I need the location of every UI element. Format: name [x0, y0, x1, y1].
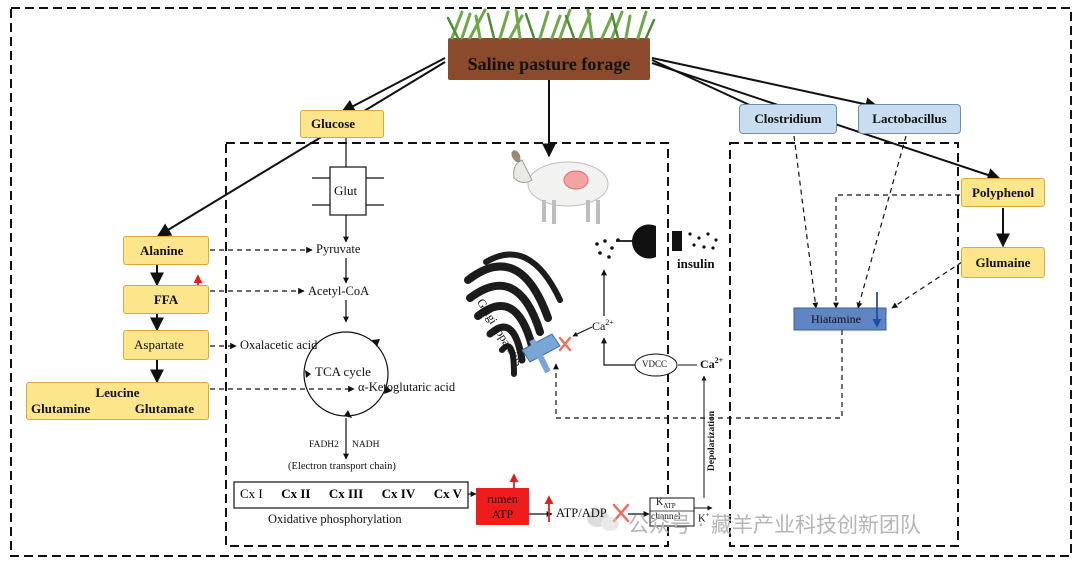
- glucose-box: Glucose: [300, 110, 384, 138]
- grass-icon: [446, 8, 656, 80]
- arrow-to-glucose: [340, 57, 446, 113]
- katp-channel-box: [649, 497, 695, 527]
- fadh2-label: FADH2: [309, 440, 339, 450]
- dash-lactobacillus-histamine: [856, 135, 907, 309]
- blocked-x-icon: [558, 336, 630, 523]
- alanine-box: Alanine: [123, 236, 209, 265]
- right-frame: [729, 142, 959, 547]
- clostridium-label: Clostridium: [754, 111, 822, 126]
- glucose-label: Glucose: [311, 116, 356, 131]
- rumen-atp-box: [476, 488, 529, 525]
- k-out: K: [698, 513, 706, 525]
- katp-k: K: [656, 497, 664, 508]
- complex-2: Cx II: [281, 486, 311, 501]
- clostridium-box: Clostridium: [739, 104, 837, 134]
- dash-polyphenol-histamine: [833, 194, 960, 309]
- aspartate-label: Aspartate: [134, 337, 184, 352]
- leucine-box: Leucine Glutamine Glutamate: [26, 382, 209, 420]
- polyphenol-box: Polyphenol: [961, 178, 1045, 207]
- oxalacetic-label: Oxalacetic acid: [240, 338, 318, 352]
- nadh-label: NADH: [352, 440, 380, 450]
- polyphenol-label: Polyphenol: [971, 184, 1035, 200]
- dash-histamine-golgi: [553, 330, 843, 419]
- blocked-receptor-icon: [521, 333, 561, 374]
- histamine-box: [793, 307, 887, 331]
- glut-label: Glut: [334, 183, 358, 198]
- histamine-label: Hiatamine: [811, 311, 861, 326]
- glumaine-box: Glumaine: [961, 247, 1045, 278]
- rumen-atp-label: rumen ATP: [476, 488, 529, 525]
- ca-inner: Ca: [592, 319, 606, 333]
- complex-1: Cx I: [240, 486, 263, 501]
- wechat-icon: [587, 509, 619, 531]
- glutamine-label: Glutamine: [31, 401, 91, 416]
- insulin-label: insulin: [677, 256, 715, 271]
- alanine-label: Alanine: [140, 242, 184, 258]
- dash-glumaine-histamine: [891, 261, 963, 309]
- golgi-icon: [464, 251, 563, 377]
- complex-3: Cx III: [328, 486, 364, 501]
- ffa-box: FFA: [123, 285, 209, 314]
- katp-label: KATP: [656, 497, 676, 510]
- sheep-icon: [511, 150, 609, 224]
- complex-row: Cx I Cx II Cx III Cx IV Cx V: [240, 486, 462, 502]
- k-out-sup: +: [705, 511, 710, 519]
- title-label: Saline pasture forage: [467, 53, 631, 74]
- outer-frame: [10, 7, 1072, 557]
- k-out-label: K+: [698, 511, 710, 525]
- katp-sub: ATP: [663, 502, 676, 510]
- glumaine-label: Glumaine: [975, 254, 1031, 270]
- dash-clostridium-histamine: [793, 135, 819, 309]
- arrow-ca-golgi: [572, 326, 593, 337]
- lactobacillus-box: Lactobacillus: [858, 104, 961, 134]
- pyruvate-label: Pyruvate: [316, 242, 361, 256]
- lactobacillus-label: Lactobacillus: [872, 111, 947, 126]
- ca-outer: Ca: [700, 357, 715, 371]
- atp-adp-label: ATP/ADP: [556, 506, 607, 520]
- glut-transporter: [312, 166, 384, 216]
- complex-4: Cx IV: [381, 486, 416, 501]
- tca-label: TCA cycle: [315, 364, 371, 379]
- ca-outer-label: Ca2+: [700, 356, 723, 372]
- watermark-label: 公众号 · 藏羊产业科技创新团队: [628, 513, 922, 537]
- oxphos-box: [233, 481, 469, 509]
- histamine-label-box: Hiatamine: [794, 308, 878, 330]
- oxphos-label: Oxidative phosphorylation: [268, 512, 402, 526]
- ca-inner-label: Ca2+: [592, 318, 614, 334]
- arrow-to-alanine: [156, 61, 446, 237]
- insulin-secretion-icon: [595, 224, 718, 259]
- depolarization-label: Depolarization: [707, 410, 717, 472]
- arrow-vdcc-ca: [601, 337, 635, 366]
- ca-outer-sup: 2+: [714, 356, 724, 365]
- glutamate-label: Glutamate: [134, 401, 194, 416]
- vdcc-label: VDCC: [642, 359, 668, 369]
- atp-word: ATP: [491, 506, 514, 521]
- katp-channel-label: channel: [651, 512, 681, 522]
- arrow-to-lactobacillus: [651, 57, 880, 112]
- center-frame: [225, 142, 669, 547]
- leucine-label: Leucine: [95, 385, 140, 400]
- ketoglutaric-label: α-Ketoglutaric acid: [358, 380, 456, 394]
- ffa-label: FFA: [153, 291, 179, 307]
- rumen-word: rumen: [487, 491, 518, 506]
- etc-label: (Electron transport chain): [288, 461, 396, 472]
- ca-inner-sup: 2+: [605, 318, 614, 327]
- tca-cycle-ring: [303, 331, 392, 418]
- glutamine-glutamate-row: Glutamine Glutamate: [27, 401, 208, 417]
- aspartate-box: Aspartate: [123, 330, 209, 360]
- acetyl-coa-label: Acetyl-CoA: [308, 284, 370, 298]
- complex-5: Cx V: [433, 486, 462, 501]
